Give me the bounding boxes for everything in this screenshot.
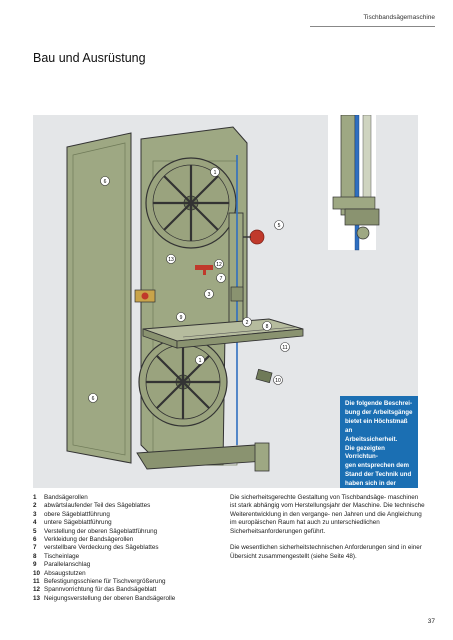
callout-9: 9	[180, 315, 183, 321]
page-number: 37	[427, 618, 435, 625]
header-rule	[310, 26, 435, 27]
callout-line: Die folgende Beschrei-	[345, 400, 413, 407]
callout-7: 7	[220, 276, 223, 282]
lower-wheel	[138, 337, 228, 427]
callout-1b: 1	[199, 358, 202, 364]
callout-8: 8	[266, 324, 269, 330]
callout-line: Stand der Technik und	[345, 471, 412, 479]
body-paragraph: Die wesentlichen sicherheitstechnischen …	[230, 544, 422, 560]
callout-1: 1	[214, 170, 217, 176]
callout-line: bewährt.	[345, 497, 371, 505]
safety-callout-box: Die folgende Beschrei- bung der Arbeitsg…	[340, 396, 418, 505]
callout-line: gen entsprechen dem	[345, 462, 409, 470]
callout-2: 2	[246, 320, 249, 326]
callout-12: 12	[216, 262, 222, 268]
callout-line: Die gezeigten Vorrichtun-	[345, 444, 385, 461]
open-door	[66, 132, 132, 464]
callout-6b: 6	[92, 396, 95, 402]
callout-line: haben sich in der Praxis	[345, 480, 396, 497]
callout-3: 3	[208, 292, 211, 298]
callout-13: 13	[168, 257, 174, 263]
page-title: Bau und Ausrüstung	[33, 51, 146, 65]
callout-5: 5	[278, 223, 281, 229]
upper-wheel	[145, 157, 237, 249]
callout-markers: 1 1 2 3 5 6 6 7 8 9 10 11 12	[88, 167, 290, 403]
callout-11: 11	[282, 345, 287, 351]
bandsaw-drawing: 1 1 2 3 5 6 6 7 8 9 10 11 12	[66, 115, 380, 472]
body-text: Die sicherheitsgerechte Gestaltung von T…	[230, 494, 425, 570]
section-header-label: Tischbandsägemaschine	[363, 14, 435, 21]
blade-closeup-inset	[328, 115, 380, 251]
blade-guide-assembly	[195, 155, 265, 445]
callout-10: 10	[275, 378, 281, 384]
machine-illustration: 1 1 2 3 5 6 6 7 8 9 10 11 12	[33, 115, 418, 488]
body-paragraph: Die sicherheitsgerechte Gestaltung von T…	[230, 494, 425, 535]
machine-base	[136, 442, 270, 472]
callout-line: bung der Arbeitsgänge	[345, 408, 413, 416]
callout-line: Arbeitssicherheit.	[345, 435, 398, 443]
callout-6: 6	[104, 179, 107, 185]
saw-table	[142, 318, 304, 384]
callout-line: bietet ein Höchstmaß an	[345, 417, 408, 434]
